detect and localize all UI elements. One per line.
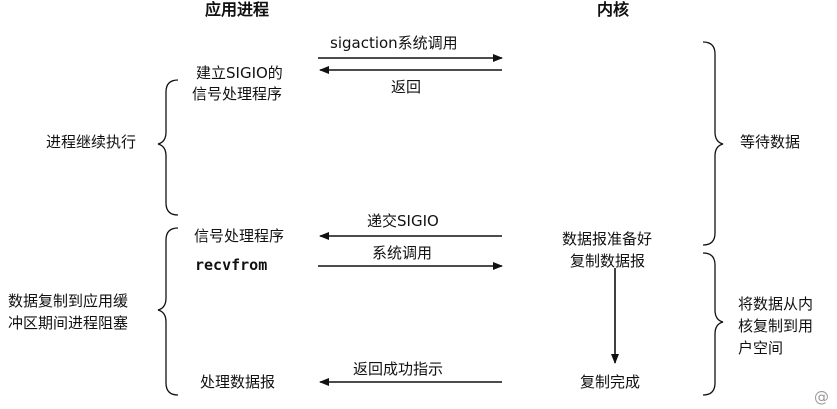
left-label-continue: 进程继续执行 [46, 133, 137, 151]
kernel-copy: 复制数据报 [570, 252, 646, 270]
label-return: 返回 [391, 78, 422, 96]
brace-right-wait [702, 41, 724, 246]
label-return-success: 返回成功指示 [353, 360, 444, 378]
right-label-copy-line2: 核复制到用 [738, 317, 814, 335]
brace-right-copy [702, 252, 724, 396]
at-sign-icon: @ [814, 388, 829, 406]
header-kernel: 内核 [597, 0, 630, 19]
process-handler: 信号处理程序 [194, 227, 285, 245]
process-setup-line2: 信号处理程序 [192, 85, 283, 103]
label-sigaction: sigaction系统调用 [330, 34, 458, 52]
brace-left-blocked [157, 227, 179, 396]
label-deliver-sigio: 递交SIGIO [367, 212, 439, 230]
brace-left-continue [157, 79, 179, 216]
process-recvfrom: recvfrom [195, 256, 268, 274]
right-label-copy-line3: 户空间 [738, 339, 784, 357]
process-setup-line1: 建立SIGIO的 [196, 64, 283, 82]
label-syscall: 系统调用 [372, 244, 433, 262]
right-label-copy-line1: 将数据从内 [738, 295, 814, 313]
left-label-blocked-line2: 冲区期间进程阻塞 [8, 314, 129, 332]
header-process: 应用进程 [205, 0, 270, 19]
left-label-blocked-line1: 数据复制到应用缓 [8, 292, 129, 310]
kernel-ready: 数据报准备好 [562, 230, 653, 248]
kernel-done: 复制完成 [580, 373, 641, 391]
process-handle-datagram: 处理数据报 [200, 373, 276, 391]
watermark: @ [814, 390, 829, 405]
right-label-wait: 等待数据 [740, 133, 801, 151]
